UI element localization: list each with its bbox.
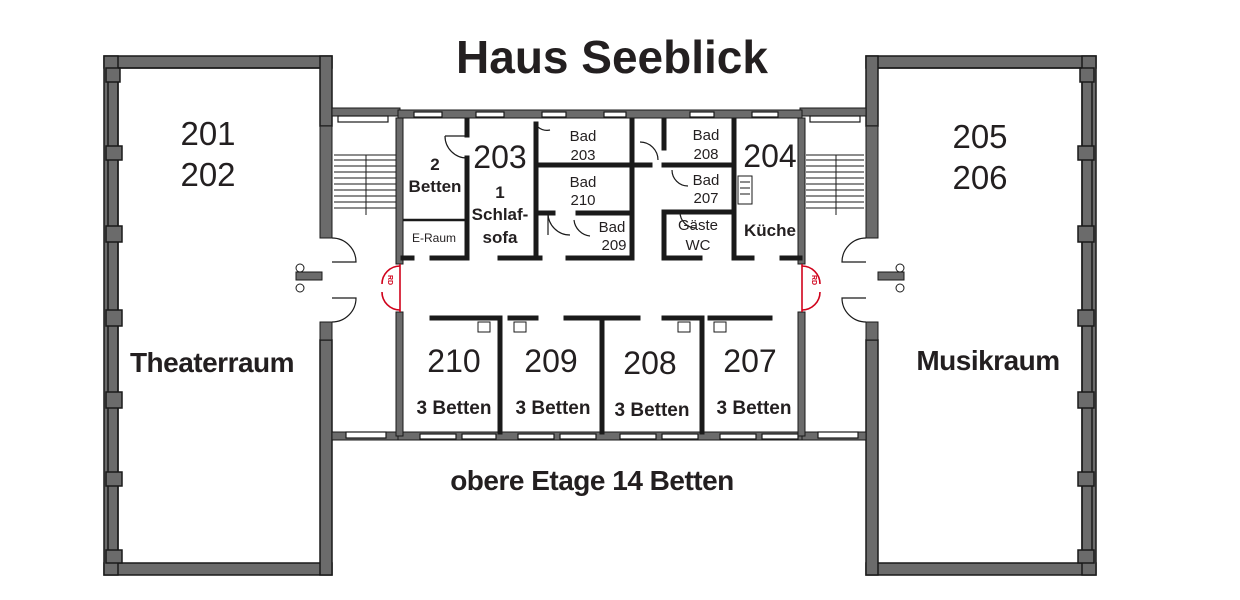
bath-207-line1: Bad (693, 172, 720, 189)
right-wing-number-1: 205 (952, 118, 1007, 155)
room-203-number: 203 (473, 139, 526, 175)
left-wing-right-wall-bottom (319, 339, 333, 576)
upper-interior-walls (400, 117, 803, 261)
bath-209-line2: 209 (601, 237, 626, 254)
guest-wc-line1: Gäste (678, 217, 718, 234)
bath-203-line2: 203 (570, 147, 595, 164)
bath-210-line2: 210 (570, 192, 595, 209)
bath-207-line2: 207 (693, 190, 718, 207)
right-wing-left-wall-top (865, 55, 879, 127)
center-block (395, 109, 806, 441)
room-204-number: 204 (743, 138, 796, 174)
left-wing-top-wall (103, 55, 333, 69)
fire-door-left-label: RD (386, 275, 393, 285)
room-203-beds-b-line1: 1 (495, 183, 504, 202)
bath-210-line1: Bad (570, 174, 597, 191)
bath-208-line2: 208 (693, 146, 718, 163)
guest-wc-line2: WC (686, 237, 711, 254)
lower-room-labels: 210 3 Betten 209 3 Betten 208 3 Betten 2… (417, 343, 792, 421)
fire-door-right-label: RD (810, 275, 817, 285)
right-wing-number-2: 206 (952, 159, 1007, 196)
floor-summary: obere Etage 14 Betten (450, 465, 734, 496)
e-raum-label: E-Raum (412, 231, 456, 245)
bath-203-line1: Bad (570, 128, 597, 145)
room-209-beds: 3 Betten (516, 398, 591, 419)
room-203-beds-a-line2: Betten (409, 177, 462, 196)
bath-209-line1: Bad (599, 219, 626, 236)
right-wing-room-name: Musikraum (916, 345, 1059, 376)
fire-door-left: RD (381, 264, 401, 312)
room-208-beds: 3 Betten (615, 400, 690, 421)
left-wing-number-1: 201 (180, 115, 235, 152)
right-wing-top-wall (865, 55, 1097, 69)
room-203-beds-a-line1: 2 (430, 155, 439, 174)
room-203-beds-b-line3: sofa (483, 228, 519, 247)
right-wing-left-wall-bottom (865, 339, 879, 576)
room-204-label: Küche (744, 221, 796, 240)
left-wing: 201 202 Theaterraum (103, 55, 333, 576)
right-wing-bottom-wall (865, 562, 1097, 576)
left-wing-room-name: Theaterraum (130, 347, 294, 378)
connector-walls (295, 107, 905, 441)
left-wing-number-2: 202 (180, 156, 235, 193)
right-wing: 205 206 Musikraum (865, 55, 1097, 576)
fire-door-right: RD (801, 264, 821, 312)
room-203-beds-b-line2: Schlaf- (472, 205, 529, 224)
plan-title: Haus Seeblick (456, 31, 768, 83)
left-staircase (334, 154, 398, 215)
upper-room-labels: 203 2 Betten 1 Schlaf- sofa E-Raum Bad 2… (409, 127, 797, 254)
room-210-beds: 3 Betten (417, 398, 492, 419)
room-207-beds: 3 Betten (717, 398, 792, 419)
left-wing-bottom-wall (103, 562, 333, 576)
room-209-number: 209 (524, 343, 577, 379)
lower-interior-walls (429, 315, 773, 435)
room-207-number: 207 (723, 343, 776, 379)
left-wing-right-wall-top (319, 55, 333, 127)
right-staircase (806, 154, 864, 215)
bath-208-line1: Bad (693, 127, 720, 144)
room-208-number: 208 (623, 345, 676, 381)
room-210-number: 210 (427, 343, 480, 379)
